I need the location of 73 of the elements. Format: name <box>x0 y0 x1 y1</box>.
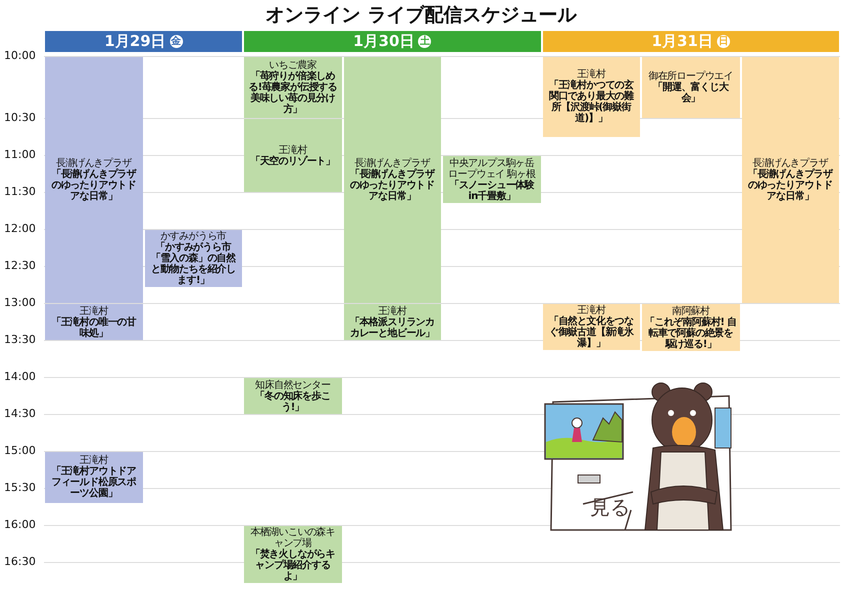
venue-name: 長瀞げんきプラザ <box>56 158 132 169</box>
program-title: 「焚き火しながらキャンプ場紹介するよ」 <box>249 549 336 582</box>
page-title: オンライン ライブ配信スケジュール <box>264 3 578 27</box>
date-text: 1月31日 <box>652 31 713 52</box>
event-box <box>244 119 342 192</box>
program-title: 「長瀞げんきプラザのゆったりアウトドアな日常」 <box>50 169 138 202</box>
venue-name: 王滝村 <box>577 305 606 316</box>
time-label: 13:30 <box>4 334 36 346</box>
date-header <box>45 31 242 52</box>
date-header <box>542 31 839 52</box>
event-box <box>344 304 441 340</box>
weekday-badge: 日 <box>716 35 730 48</box>
venue-name: 王滝村 <box>80 455 108 466</box>
venue-name: 王滝村 <box>278 144 307 156</box>
program-title: 「かすみがうら市「雪入の森」の自然と動物たちを紹介します!」 <box>150 242 237 286</box>
time-label: 12:00 <box>4 223 36 235</box>
venue-name: 王滝村 <box>378 306 406 316</box>
time-label: 13:00 <box>4 297 36 309</box>
time-label: 15:00 <box>4 445 36 457</box>
time-label: 15:30 <box>4 482 36 494</box>
program-title: 「王滝村の唯一の甘味処」 <box>50 316 138 338</box>
time-label: 14:00 <box>4 371 36 383</box>
program-title: 「これぞ南阿蘇村! 自転車で阿蘇の絶景を駆け巡る!」 <box>644 316 738 350</box>
time-label: 14:30 <box>4 408 36 420</box>
event-box <box>443 156 540 204</box>
program-title: 「自然と文化をつなぐ御嶽古道【新滝氷瀑】」 <box>548 316 635 349</box>
venue-name: いちご農家 <box>269 60 316 71</box>
weekday-badge: 土 <box>418 35 432 48</box>
program-title: 「天空のリゾート」 <box>250 156 336 166</box>
event-box <box>642 304 740 352</box>
time-label: 11:00 <box>4 149 36 161</box>
program-title: 「王滝村アウトドアフィールド松原スポーツ公園」 <box>50 466 138 500</box>
program-title: 「スノーシュー体験in千畳敷」 <box>448 180 534 202</box>
weekday-badge: 金 <box>170 35 183 48</box>
venue-name: 知床自然センター <box>255 380 330 390</box>
event-box <box>642 57 740 118</box>
time-label: 12:30 <box>4 260 36 272</box>
event-box <box>45 452 142 503</box>
program-title: 「長瀞げんきプラザのゆったりアウトドアな日常」 <box>348 169 436 202</box>
event-box <box>542 57 640 136</box>
event-box <box>244 526 342 583</box>
date-header <box>244 31 540 52</box>
event-box <box>244 57 342 118</box>
venue-name: 中央アルプス駒ヶ岳ロープウェイ 駒ヶ根 <box>447 158 536 180</box>
venue-name: 王滝村 <box>577 69 606 80</box>
venue-name: 王滝村 <box>80 306 108 316</box>
time-label: 16:30 <box>4 556 36 568</box>
venue-name: かすみがうら市 <box>160 231 226 242</box>
program-title: 「開運、富くじ大会」 <box>652 82 730 104</box>
date-text: 1月30日 <box>353 31 414 52</box>
venue-name: 南阿蘇村 <box>672 306 710 317</box>
event-box <box>742 57 839 303</box>
time-label: 10:30 <box>4 112 36 124</box>
event-box <box>542 304 640 350</box>
event-box <box>144 230 242 287</box>
event-box <box>244 378 342 414</box>
venue-name: 本栖湖いこいの森キャンプ場 <box>249 527 336 549</box>
venue-name: 長瀞げんきプラザ <box>354 158 430 169</box>
event-box <box>45 304 142 340</box>
program-title: 「長瀞げんきプラザのゆったりアウトドアな日常」 <box>746 169 834 202</box>
program-title: 「冬の知床を歩こう!」 <box>254 390 332 412</box>
event-box <box>45 57 142 303</box>
time-label: 10:00 <box>4 50 36 62</box>
venue-name: 御在所ロープウエイ <box>648 71 734 82</box>
date-text: 1月29日 <box>104 31 166 52</box>
program-title: 「本格派スリランカカレーと地ビール」 <box>348 316 436 338</box>
program-title: 「苺狩りが倍楽しめる!苺農家が伝授する美味しい苺の見分け方」 <box>247 71 338 115</box>
handwritten-label: 見る <box>590 496 630 518</box>
program-title: 「王滝村かつての玄関口であり最大の難所【沢渡峠(御嶽街道)】」 <box>548 80 635 124</box>
time-label: 16:00 <box>4 519 36 531</box>
venue-name: 長瀞げんきプラザ <box>752 158 828 169</box>
event-box <box>344 57 441 303</box>
time-label: 11:30 <box>4 186 36 198</box>
